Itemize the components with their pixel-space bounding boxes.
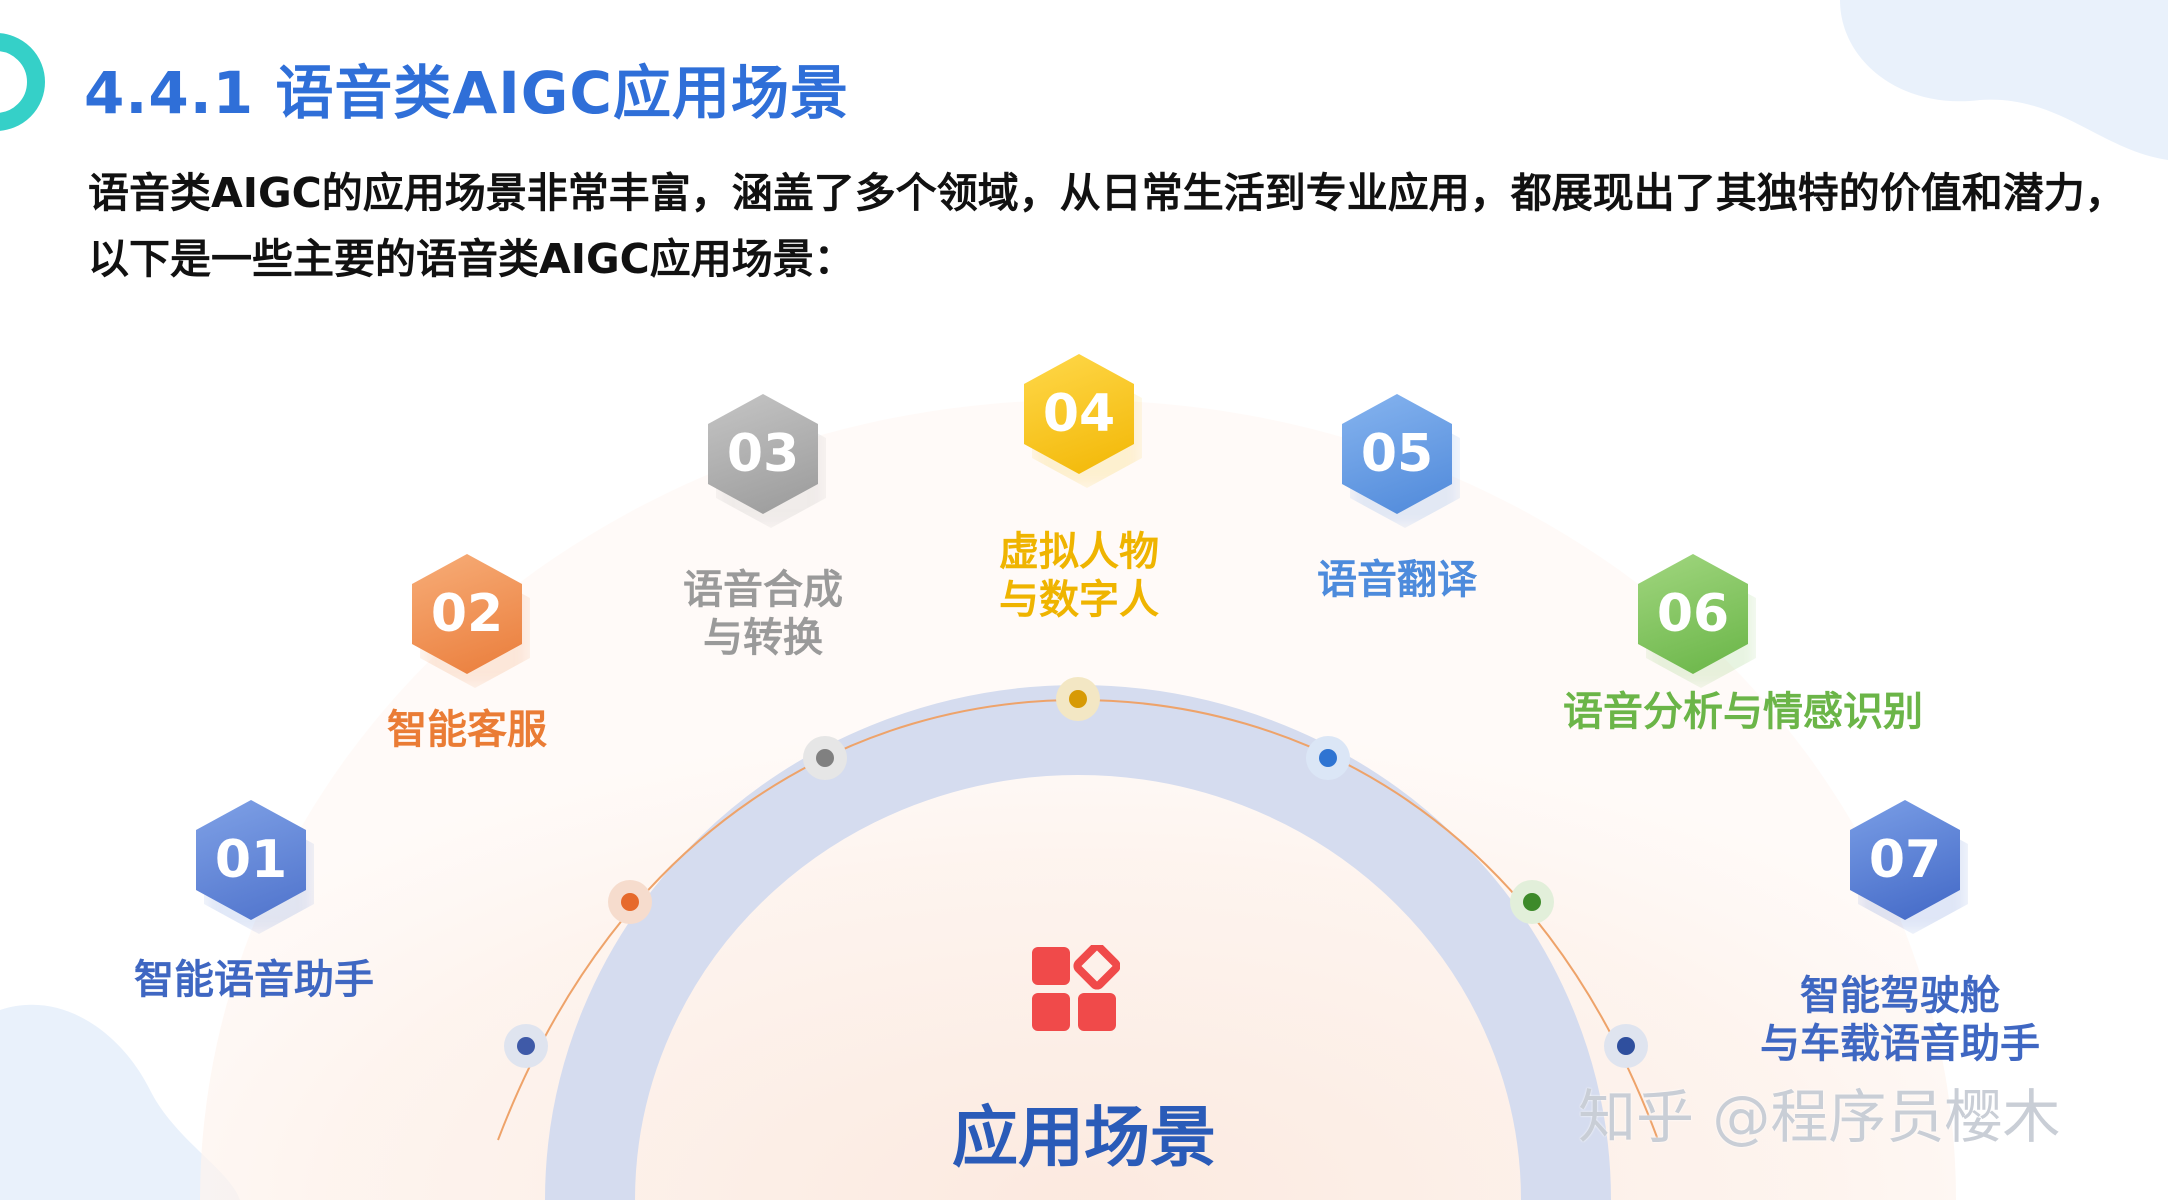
intro-line-1: 语音类AIGC的应用场景非常丰富，涵盖了多个领域，从日常生活到专业应用，都展现出… bbox=[88, 169, 2126, 217]
scenario-label-07: 智能驾驶舱 与车载语音助手 bbox=[1730, 972, 2070, 1068]
scenario-label-03: 语音合成 与转换 bbox=[638, 566, 888, 662]
arc-dots bbox=[504, 677, 1648, 1068]
intro-paragraph: 语音类AIGC的应用场景非常丰富，涵盖了多个领域，从日常生活到专业应用，都展现出… bbox=[88, 160, 2128, 292]
scenario-label-01-line-1: 智能语音助手 bbox=[134, 957, 374, 1003]
arc-dot-06 bbox=[1523, 893, 1541, 911]
intro-line-2: 以下是一些主要的语音类AIGC应用场景： bbox=[88, 235, 855, 283]
arc-dot-05 bbox=[1319, 749, 1337, 767]
scenario-badge-07: 07 bbox=[1850, 800, 1960, 920]
bottom-left-cloud-decoration bbox=[0, 1004, 240, 1200]
watermark: 知乎 @程序员樱木 bbox=[1578, 1083, 2061, 1151]
arc-dot-01 bbox=[517, 1037, 535, 1055]
scenario-label-07-line-2: 与车载语音助手 bbox=[1760, 1021, 2040, 1067]
page-title: 4.4.1 语音类AIGC应用场景 bbox=[84, 59, 849, 127]
scenario-label-03-line-2: 与转换 bbox=[703, 615, 823, 661]
arc-dot-03 bbox=[816, 749, 834, 767]
arc-dot-02 bbox=[621, 893, 639, 911]
apps-grid-icon bbox=[1032, 945, 1120, 1031]
scenario-label-05-line-1: 语音翻译 bbox=[1317, 557, 1477, 603]
center-title: 应用场景 bbox=[952, 1099, 1216, 1176]
scenario-badge-06: 06 bbox=[1638, 554, 1748, 674]
scenario-label-04-line-1: 虚拟人物 bbox=[999, 529, 1159, 575]
scenario-label-01: 智能语音助手 bbox=[104, 956, 404, 1004]
scenario-label-05: 语音翻译 bbox=[1272, 556, 1522, 604]
scenario-label-02: 智能客服 bbox=[342, 706, 592, 754]
scenario-label-02-line-1: 智能客服 bbox=[387, 707, 547, 753]
scenario-label-07-line-1: 智能驾驶舱 bbox=[1800, 973, 2000, 1019]
top-right-cloud-decoration bbox=[1840, 0, 2168, 160]
arc-dot-07 bbox=[1617, 1037, 1635, 1055]
arc-dot-04 bbox=[1069, 690, 1087, 708]
scenario-label-03-line-1: 语音合成 bbox=[683, 567, 843, 613]
scenario-label-04-line-2: 与数字人 bbox=[999, 577, 1159, 623]
inner-arc-band bbox=[545, 685, 1611, 1200]
scenario-badge-04: 04 bbox=[1024, 354, 1134, 474]
scenario-badge-05: 05 bbox=[1342, 394, 1452, 514]
scenario-badge-02: 02 bbox=[412, 554, 522, 674]
scenario-label-04: 虚拟人物 与数字人 bbox=[954, 528, 1204, 624]
corner-ring-decoration bbox=[0, 33, 45, 131]
scenario-label-06-line-1: 语音分析与情感识别 bbox=[1563, 689, 1923, 735]
scenario-label-06: 语音分析与情感识别 bbox=[1543, 688, 1943, 736]
